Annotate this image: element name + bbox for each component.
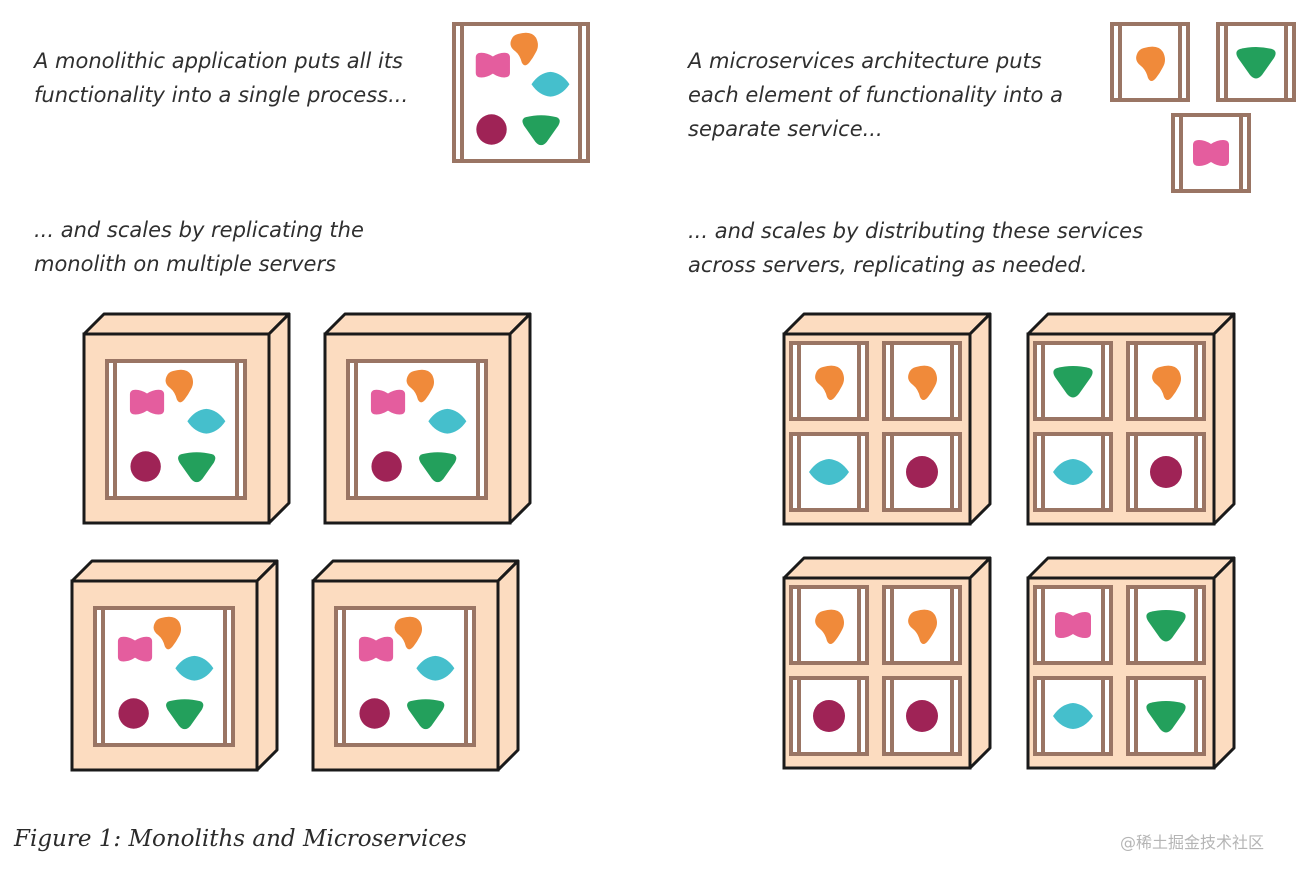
microservices-description-line: A microservices architecture puts: [688, 49, 1042, 73]
microservice-frame: [1110, 22, 1190, 102]
microservice-frame: [1033, 676, 1113, 756]
microservice-frame: [789, 432, 869, 512]
server-box: [82, 312, 291, 525]
microservice-frame: [882, 585, 962, 665]
server-side-face: [508, 312, 532, 525]
microservice-frame: [1033, 585, 1113, 665]
microservice-frame: [789, 341, 869, 421]
microservice-frame: [1126, 341, 1206, 421]
server-top-face: [311, 559, 520, 583]
microservices-set: [1110, 22, 1296, 193]
figure-caption: Figure 1: Monoliths and Microservices: [14, 826, 467, 852]
monolith-process-frame: [105, 359, 247, 500]
watermark: @稀土掘金技术社区: [1120, 833, 1265, 852]
microservice-frame: [882, 432, 962, 512]
server-side-face: [1212, 312, 1236, 526]
maroon-circle-icon: [359, 698, 390, 729]
microservice-frame: [1126, 432, 1206, 512]
server-side-face: [267, 312, 291, 525]
microservices-description: A microservices architecture puts each e…: [688, 44, 1063, 146]
server-box: [1026, 312, 1236, 526]
monolith-description-line: A monolithic application puts all its: [34, 49, 403, 73]
microservices-scaling-line: ... and scales by distributing these ser…: [688, 219, 1144, 243]
monolith-description-line: functionality into a single process...: [34, 83, 409, 107]
frame-border: [105, 359, 247, 500]
microservice-frame: [882, 341, 962, 421]
maroon-circle-icon: [118, 698, 149, 729]
server-side-face: [1212, 556, 1236, 770]
microservice-frame: [1126, 585, 1206, 665]
microservice-frame: [1033, 432, 1113, 512]
microservice-frame: [1216, 22, 1296, 102]
server-top-face: [82, 312, 291, 336]
monolith-application: [452, 22, 590, 163]
monolith-scaling-text: ... and scales by replicating the monoli…: [34, 213, 364, 281]
microservice-frame: [1171, 113, 1251, 193]
monolith-scaling-line: monolith on multiple servers: [34, 252, 337, 276]
server-box: [323, 312, 532, 525]
server-box: [1026, 556, 1236, 770]
microservices-scaling-line: across servers, replicating as needed.: [688, 253, 1088, 277]
maroon-circle-icon: [476, 114, 507, 145]
server-side-face: [255, 559, 279, 772]
server-box: [782, 556, 992, 770]
monolith-description: A monolithic application puts all its fu…: [34, 44, 408, 112]
monolith-servers: [70, 312, 532, 772]
server-top-face: [1026, 312, 1236, 336]
server-side-face: [496, 559, 520, 772]
frame-border: [1126, 585, 1206, 665]
maroon-circle-icon: [813, 700, 845, 732]
maroon-circle-icon: [1150, 456, 1182, 488]
maroon-circle-icon: [130, 451, 161, 482]
frame-border: [882, 585, 962, 665]
server-top-face: [1026, 556, 1236, 580]
server-side-face: [968, 312, 992, 526]
microservice-frame: [789, 676, 869, 756]
server-top-face: [70, 559, 279, 583]
maroon-circle-icon: [906, 456, 938, 488]
microservice-frame: [882, 676, 962, 756]
microservice-frame: [1033, 341, 1113, 421]
server-top-face: [782, 312, 992, 336]
microservices-description-line: separate service...: [688, 117, 883, 141]
server-top-face: [323, 312, 532, 336]
server-box: [70, 559, 279, 772]
maroon-circle-icon: [371, 451, 402, 482]
monolith-scaling-line: ... and scales by replicating the: [34, 218, 364, 242]
server-box: [311, 559, 520, 772]
server-top-face: [782, 556, 992, 580]
microservice-frame: [789, 585, 869, 665]
maroon-circle-icon: [906, 700, 938, 732]
server-box: [782, 312, 992, 526]
microservice-frame: [1126, 676, 1206, 756]
microservice-servers: [782, 312, 1236, 770]
microservices-scaling-text: ... and scales by distributing these ser…: [688, 214, 1143, 282]
microservices-description-line: each element of functionality into a: [688, 83, 1063, 107]
server-side-face: [968, 556, 992, 770]
